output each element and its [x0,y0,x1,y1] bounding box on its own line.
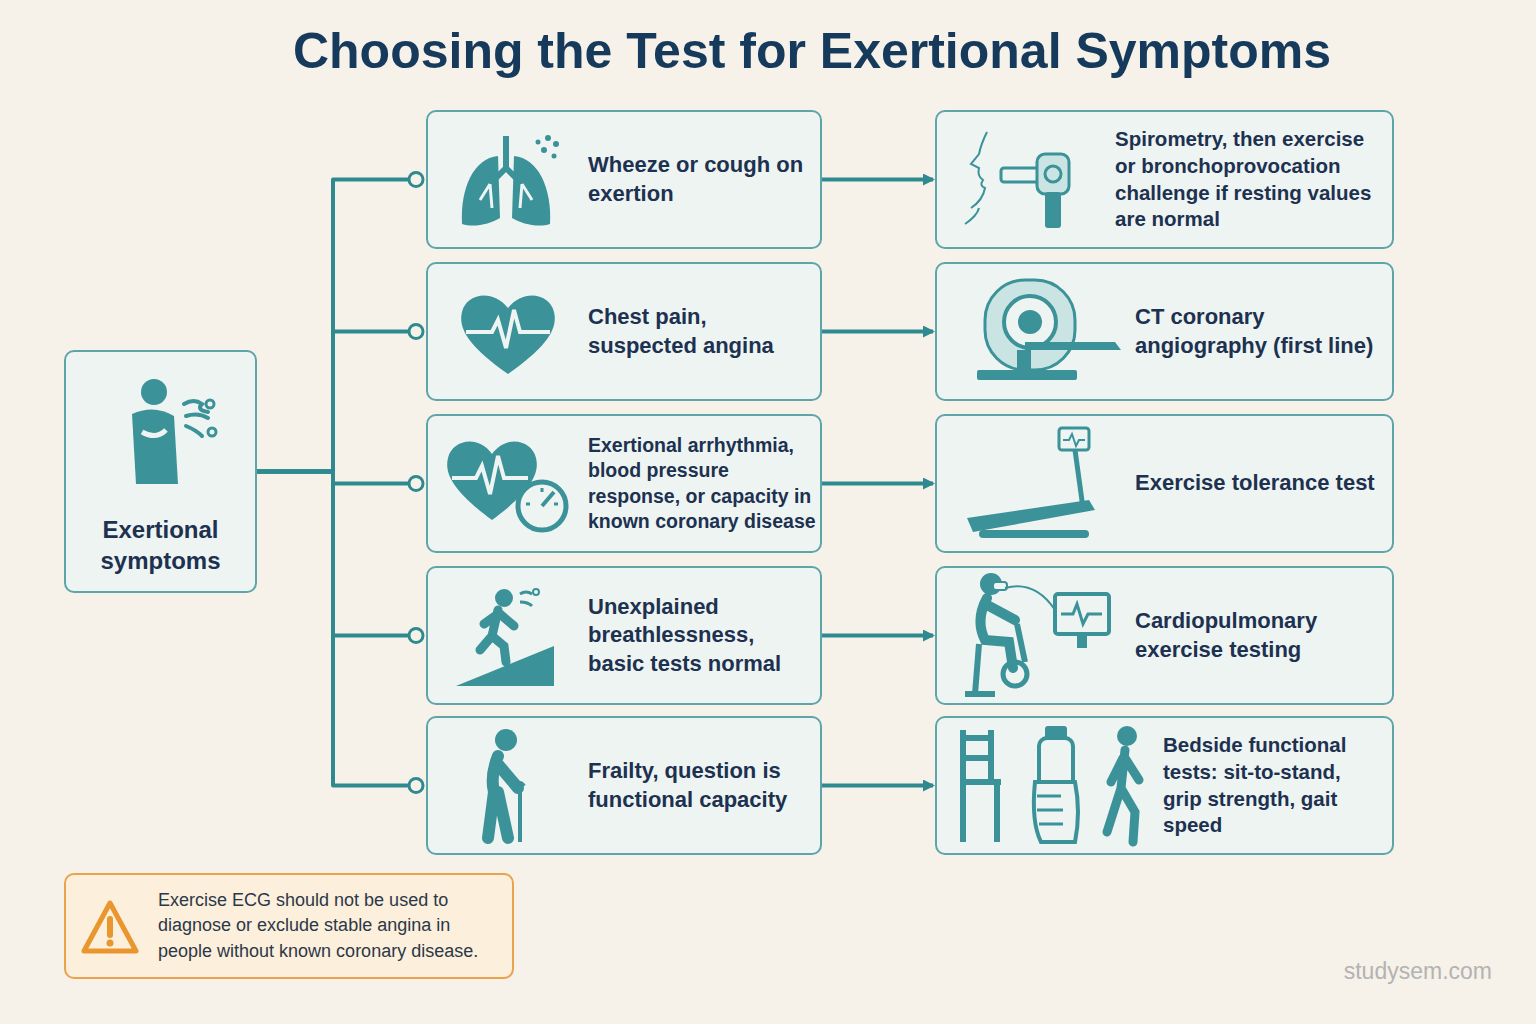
box-label: CT coronary angiography (first line) [1135,303,1375,360]
text-group: Exercise ECG should not be used to diagn… [158,888,503,964]
text-group: Spirometry, then exercise or bronchoprov… [1115,126,1385,233]
text-group: Frailty, question is functional capacity [588,757,808,814]
branch-dot [409,325,423,339]
text-group: Exertional arrhythmia, blood pressure re… [588,433,820,534]
test-box: Spirometry, then exercise or bronchoprov… [935,110,1394,249]
box-label: Frailty, question is functional capacity [588,757,808,814]
icon-heart [458,288,558,382]
flow-arrow [822,482,933,486]
branch-dot [409,477,423,491]
branch-line [257,472,424,786]
icon-lungs [454,128,564,242]
text-group: Exertional symptoms [76,514,245,576]
icon-drawing [957,124,1087,234]
text-group: Chest pain, suspected angina [588,303,808,360]
test-box: Cardiopulmonary exercise testing [935,566,1394,705]
icon-drawing [959,424,1129,544]
note-text: Exercise ECG should not be used to diagn… [158,888,503,964]
box-label: Chest pain, suspected angina [588,303,808,360]
flow-arrow [822,634,933,638]
test-box: Exercise tolerance test [935,414,1394,553]
flow-arrow [822,784,933,788]
text-group: Wheeze or cough on exertion [588,151,808,208]
diagram-title: Choosing the Test for Exertional Symptom… [240,22,1384,80]
branch-line [257,472,424,636]
box-label: Exertional arrhythmia, blood pressure re… [588,433,820,534]
text-group: Unexplained breathlessness, basic tests … [588,593,808,679]
icon-drawing [454,580,564,690]
box-label: Exercise tolerance test [1135,469,1375,498]
text-group: Exercise tolerance test [1135,469,1375,498]
start-box: Exertional symptoms [64,350,257,593]
icon-hill [454,580,564,694]
box-label: Wheeze or cough on exertion [588,151,808,208]
symptom-box: Chest pain, suspected angina [426,262,822,401]
branch-line [257,180,424,472]
branch-dot [409,629,423,643]
icon-bike [955,570,1125,704]
icon-person [106,374,226,498]
icon-drawing [955,570,1125,700]
branch-dot [409,779,423,793]
box-label: Cardiopulmonary exercise testing [1135,607,1375,664]
test-box: Bedside functional tests: sit-to-stand, … [935,716,1394,855]
icon-drawing [951,722,1151,852]
box-label: Bedside functional tests: sit-to-stand, … [1163,732,1385,839]
icon-functional [951,722,1151,856]
branch-line [257,332,424,472]
icon-ct [965,276,1125,390]
symptom-box: Exertional arrhythmia, blood pressure re… [426,414,822,553]
icon-drawing [454,128,564,238]
icon-drawing [458,726,558,846]
box-label: Spirometry, then exercise or bronchoprov… [1115,126,1385,233]
warning-note: Exercise ECG should not be used to diagn… [64,873,514,979]
icon-spiro [957,124,1087,238]
icon-elder [458,726,558,850]
symptom-box: Unexplained breathlessness, basic tests … [426,566,822,705]
flow-arrow [822,178,933,182]
flow-arrow [822,330,933,334]
icon-warn [80,899,140,959]
icon-drawing [80,899,140,955]
branch-dot [409,173,423,187]
icon-drawing [106,374,226,494]
icon-drawing [444,434,574,534]
box-label: Exertional symptoms [76,514,245,576]
test-box: CT coronary angiography (first line) [935,262,1394,401]
text-group: Bedside functional tests: sit-to-stand, … [1163,732,1385,839]
icon-drawing [458,288,558,378]
icon-drawing [965,276,1125,386]
text-group: CT coronary angiography (first line) [1135,303,1375,360]
text-group: Cardiopulmonary exercise testing [1135,607,1375,664]
icon-treadmill [959,424,1129,548]
symptom-box: Frailty, question is functional capacity [426,716,822,855]
watermark: studysem.com [1344,958,1492,985]
box-label: Unexplained breathlessness, basic tests … [588,593,808,679]
icon-heart-gauge [444,434,574,538]
symptom-box: Wheeze or cough on exertion [426,110,822,249]
